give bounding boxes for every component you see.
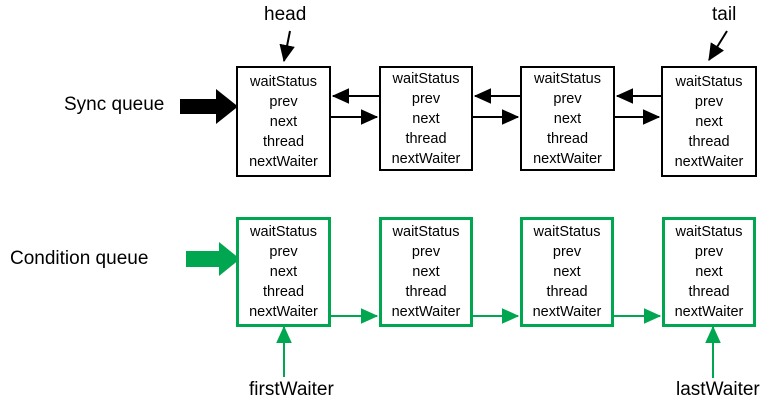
node-field-next: next: [695, 264, 723, 280]
node-field-next: next: [412, 264, 440, 280]
condition-node-2[interactable]: waitStatus prev next thread nextWaiter: [379, 217, 473, 327]
sync-link-3-4: [614, 88, 662, 125]
node-field-next: next: [553, 264, 581, 280]
node-field-wait-status: waitStatus: [392, 70, 460, 87]
node-field-next-waiter: nextWaiter: [391, 304, 461, 320]
node-field-next-waiter: nextWaiter: [391, 150, 461, 167]
node-field-next: next: [412, 110, 440, 127]
node-field-wait-status: waitStatus: [533, 224, 601, 240]
node-field-wait-status: waitStatus: [675, 224, 743, 240]
node-field-wait-status: waitStatus: [534, 70, 601, 87]
node-field-thread: thread: [405, 284, 447, 300]
node-field-thread: thread: [688, 133, 730, 150]
node-field-next-waiter: nextWaiter: [674, 153, 744, 170]
condition-node-3[interactable]: waitStatus prev next thread nextWaiter: [520, 217, 614, 327]
node-field-next: next: [269, 264, 298, 280]
pointer-label-first-waiter: firstWaiter: [249, 379, 334, 400]
node-field-next: next: [269, 113, 298, 130]
pointer-label-head: head: [264, 4, 307, 25]
pointer-arrow-tail: [708, 30, 728, 62]
node-field-prev: prev: [694, 244, 724, 260]
node-field-wait-status: waitStatus: [250, 224, 317, 240]
sync-queue-caption: Sync queue: [64, 94, 165, 115]
condition-node-1[interactable]: waitStatus prev next thread nextWaiter: [236, 217, 331, 327]
node-field-wait-status: waitStatus: [675, 73, 743, 90]
pointer-arrow-head: [279, 30, 295, 63]
node-field-next: next: [553, 110, 582, 127]
sync-link-2-3: [472, 88, 521, 125]
node-field-wait-status: waitStatus: [250, 73, 317, 90]
sync-link-1-2: [330, 88, 380, 125]
node-field-prev: prev: [553, 90, 582, 107]
node-field-prev: prev: [411, 244, 441, 260]
sync-node-2[interactable]: waitStatus prev next thread nextWaiter: [379, 66, 473, 171]
node-field-next-waiter: nextWaiter: [249, 153, 318, 170]
node-field-prev: prev: [694, 93, 724, 110]
sync-queue-entry-arrow: [180, 89, 238, 124]
condition-queue-entry-arrow: [186, 242, 240, 276]
node-field-next-waiter: nextWaiter: [249, 304, 318, 320]
sync-node-1[interactable]: waitStatus prev next thread nextWaiter: [236, 66, 331, 177]
node-field-thread: thread: [262, 133, 305, 150]
node-field-thread: thread: [262, 284, 305, 300]
node-field-prev: prev: [269, 244, 298, 260]
node-field-prev: prev: [411, 90, 441, 107]
pointer-label-last-waiter: lastWaiter: [676, 379, 760, 400]
node-field-next-waiter: nextWaiter: [533, 150, 602, 167]
node-field-next-waiter: nextWaiter: [532, 304, 602, 320]
node-field-thread: thread: [405, 130, 447, 147]
node-field-thread: thread: [546, 284, 588, 300]
sync-node-3[interactable]: waitStatus prev next thread nextWaiter: [520, 66, 615, 171]
node-field-wait-status: waitStatus: [392, 224, 460, 240]
pointer-label-tail: tail: [712, 4, 737, 25]
sync-node-4[interactable]: waitStatus prev next thread nextWaiter: [661, 66, 757, 177]
node-field-thread: thread: [546, 130, 589, 147]
node-field-thread: thread: [688, 284, 730, 300]
node-field-prev: prev: [269, 93, 298, 110]
node-field-prev: prev: [552, 244, 582, 260]
condition-node-4[interactable]: waitStatus prev next thread nextWaiter: [662, 217, 756, 327]
node-field-next-waiter: nextWaiter: [674, 304, 744, 320]
node-field-next: next: [695, 113, 723, 130]
condition-queue-caption: Condition queue: [10, 248, 149, 269]
